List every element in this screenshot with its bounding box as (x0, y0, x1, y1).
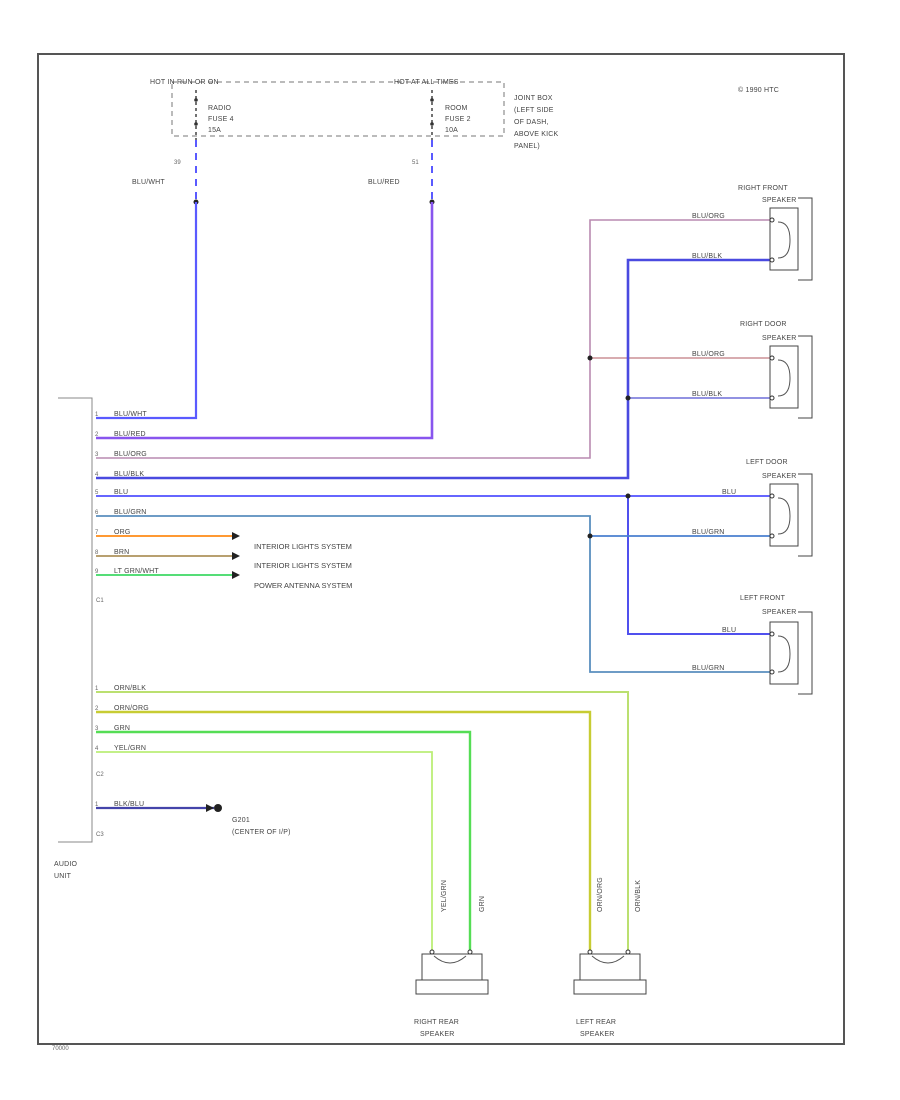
pin-4: 4 (95, 472, 99, 478)
ground-label: G201 (232, 817, 250, 824)
speaker-right-door: RIGHT DOOR SPEAKER BLU/ORG BLU/BLK (692, 321, 813, 419)
joint-box-label-3: OF DASH, (514, 119, 549, 126)
speaker-right-door-name-2: SPEAKER (762, 335, 796, 342)
wire-label-orn-org: ORN/ORG (114, 705, 149, 712)
speaker-rf-wire-2: BLU/BLK (692, 253, 722, 260)
joint-box-label-4: ABOVE KICK (514, 131, 559, 138)
system-power-antenna: POWER ANTENNA SYSTEM (254, 581, 352, 590)
audio-unit-label-1: AUDIO (54, 861, 78, 868)
system-interior-lights-2: INTERIOR LIGHTS SYSTEM (254, 561, 352, 570)
diagram-frame (37, 53, 845, 1045)
speaker-right-door-name-1: RIGHT DOOR (740, 321, 787, 328)
audio-unit-label-2: UNIT (54, 873, 72, 880)
speaker-lf-wire-2: BLU/GRN (692, 665, 725, 672)
connector-c1: C1 (96, 598, 104, 604)
footer-code: 70000 (52, 1046, 69, 1052)
speaker-lr-wire-2: ORN/BLK (635, 880, 642, 912)
rear-speaker-wires (96, 691, 629, 952)
wire-label-blu-wht-top: BLU/WHT (132, 179, 165, 186)
speaker-left-door: LEFT DOOR SPEAKER BLU BLU/GRN (692, 459, 813, 557)
speaker-left-rear-name-2: SPEAKER (580, 1031, 614, 1038)
speaker-left-front: LEFT FRONT SPEAKER BLU BLU/GRN (692, 595, 813, 695)
radio-fuse-label-2: FUSE 4 (208, 116, 234, 123)
wire-label-lt-grn-wht: LT GRN/WHT (114, 568, 159, 575)
speaker-rf-wire-1: BLU/ORG (692, 213, 725, 220)
speaker-left-door-name-2: SPEAKER (762, 473, 796, 480)
rear-pin-1: 1 (95, 686, 99, 692)
speaker-left-front-name-2: SPEAKER (762, 609, 796, 616)
connector-c2: C2 (96, 772, 104, 778)
speaker-left-front-name-1: LEFT FRONT (740, 595, 786, 602)
pin-7: 7 (95, 530, 99, 536)
connector-c3: C3 (96, 832, 104, 838)
wire-label-blu-grn: BLU/GRN (114, 509, 147, 516)
speaker-right-rear-name-1: RIGHT REAR (414, 1019, 459, 1026)
rear-pin-3: 3 (95, 726, 99, 732)
joint-box-label-2: (LEFT SIDE (514, 107, 554, 114)
wire-label-blu-blk: BLU/BLK (114, 471, 144, 478)
speaker-right-rear: YEL/GRN GRN RIGHT REAR SPEAKER (414, 880, 489, 1038)
speaker-right-rear-name-2: SPEAKER (420, 1031, 454, 1038)
joint-box-label-5: PANEL) (514, 143, 540, 150)
wire-label-grn: GRN (114, 725, 130, 732)
wire-pin-51: 51 (412, 160, 419, 166)
speaker-lf-wire-1: BLU (722, 627, 736, 634)
wire-label-blu-wht: BLU/WHT (114, 411, 147, 418)
speaker-ld-wire-1: BLU (722, 489, 736, 496)
speaker-right-front-name-2: SPEAKER (762, 197, 796, 204)
pin-9: 9 (95, 569, 99, 575)
wire-label-blk-blu: BLK/BLU (114, 801, 144, 808)
room-fuse-label-3: 10A (445, 127, 458, 134)
joint-box-label-1: JOINT BOX (514, 95, 553, 102)
audio-wire-labels: 1 BLU/WHT 2 BLU/RED 3 BLU/ORG 4 BLU/BLK … (95, 411, 159, 575)
pin-8: 8 (95, 550, 99, 556)
wire-label-blu: BLU (114, 489, 128, 496)
ground-pin: 1 (95, 802, 99, 808)
wire-label-blu-org: BLU/ORG (114, 451, 147, 458)
hot-all-label: HOT AT ALL TIMES (394, 79, 459, 86)
speaker-lr-wire-1: ORN/ORG (597, 877, 604, 912)
pin-1: 1 (95, 412, 99, 418)
radio-fuse-label-1: RADIO (208, 105, 232, 112)
speaker-ld-wire-2: BLU/GRN (692, 529, 725, 536)
speaker-right-front: RIGHT FRONT SPEAKER BLU/ORG BLU/BLK (692, 185, 813, 281)
speaker-right-front-name-1: RIGHT FRONT (738, 185, 788, 192)
speaker-rr-wire-2: GRN (479, 896, 486, 912)
ground-sub-label: (CENTER OF I/P) (232, 829, 291, 836)
wire-label-orn-blk: ORN/BLK (114, 685, 146, 692)
rear-pin-4: 4 (95, 746, 99, 752)
rear-pin-2: 2 (95, 706, 99, 712)
speaker-left-rear: ORN/ORG ORN/BLK LEFT REAR SPEAKER (573, 877, 647, 1038)
ground-connection: 1 BLK/BLU G201 (CENTER OF I/P) (95, 801, 291, 836)
hot-run-label: HOT IN RUN OR ON (150, 79, 219, 86)
radio-fuse-label-3: 15A (208, 127, 221, 134)
fuse-box: HOT IN RUN OR ON HOT AT ALL TIMES RADIO … (150, 79, 559, 150)
rear-wire-labels: 1 ORN/BLK 2 ORN/ORG 3 GRN 4 YEL/GRN (95, 685, 149, 752)
audio-unit: AUDIO UNIT C1 C2 C3 (54, 397, 104, 880)
speaker-left-door-name-1: LEFT DOOR (746, 459, 788, 466)
audio-unit-wires (96, 202, 770, 673)
wire-label-blu-red: BLU/RED (114, 431, 146, 438)
speaker-rd-wire-2: BLU/BLK (692, 391, 722, 398)
pin-2: 2 (95, 432, 99, 438)
room-fuse-label-1: ROOM (445, 105, 468, 112)
wire-label-brn: BRN (114, 549, 129, 556)
speaker-left-rear-name-1: LEFT REAR (576, 1019, 616, 1026)
speaker-rd-wire-1: BLU/ORG (692, 351, 725, 358)
speaker-rr-wire-1: YEL/GRN (441, 880, 448, 912)
system-interior-lights-1: INTERIOR LIGHTS SYSTEM (254, 542, 352, 551)
pin-5: 5 (95, 490, 99, 496)
pin-3: 3 (95, 452, 99, 458)
room-fuse-label-2: FUSE 2 (445, 116, 471, 123)
copyright-text: © 1990 HTC (738, 86, 779, 94)
wire-label-yel-grn: YEL/GRN (114, 745, 146, 752)
wire-label-blu-red-top: BLU/RED (368, 179, 400, 186)
pin-6: 6 (95, 510, 99, 516)
wire-label-org: ORG (114, 529, 131, 536)
wire-pin-39: 39 (174, 160, 181, 166)
